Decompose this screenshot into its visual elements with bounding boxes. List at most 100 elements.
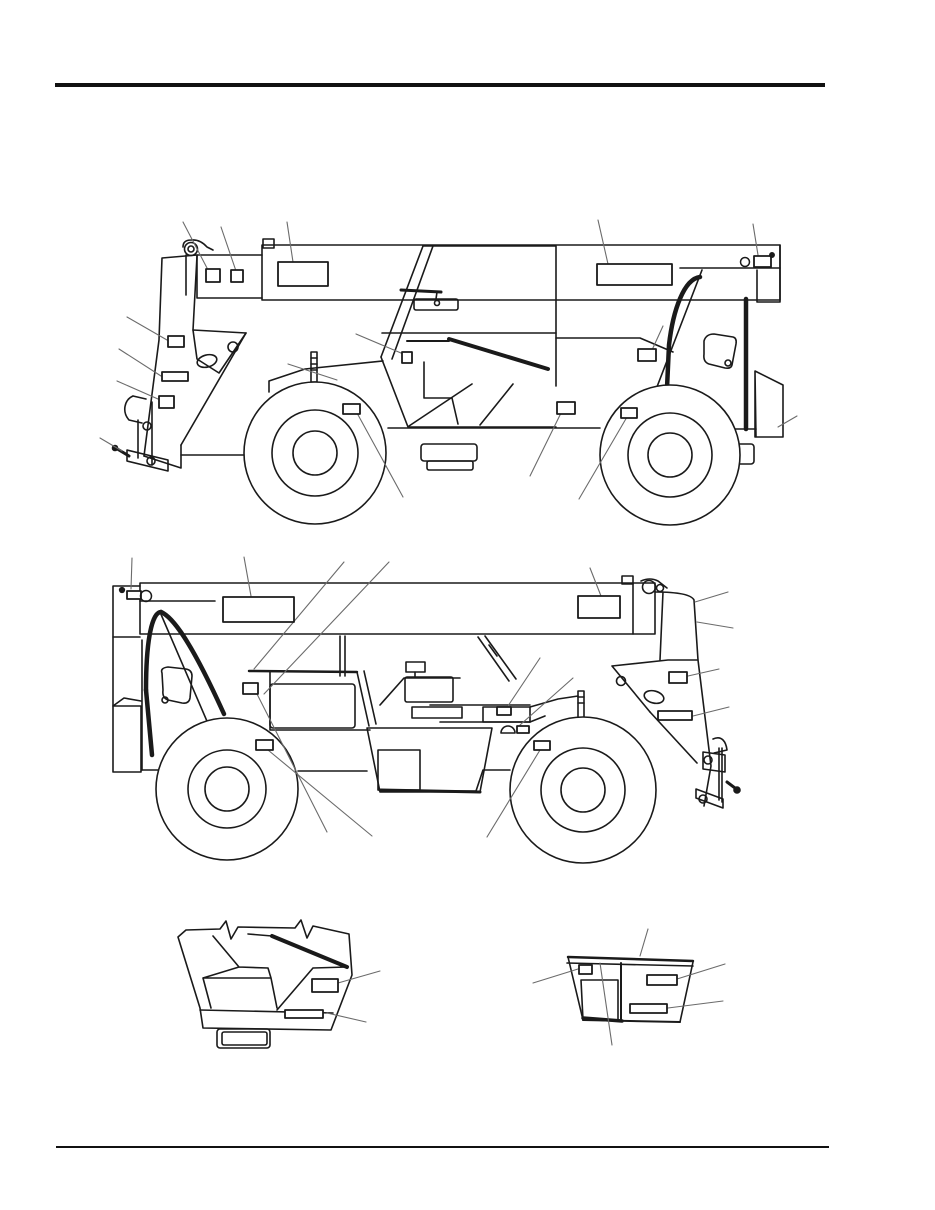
- air-cleaner: [404, 676, 454, 703]
- figure-tank-detail: [532, 928, 726, 1046]
- leader-line: [687, 668, 720, 677]
- leader-line: [676, 963, 726, 980]
- exhaust-stack: [577, 690, 585, 719]
- safety-decal: [222, 596, 295, 623]
- safety-decal: [255, 739, 274, 751]
- leader-line: [220, 226, 237, 272]
- leader-line: [752, 223, 759, 256]
- support-window: [160, 666, 193, 704]
- leader-line: [507, 657, 541, 707]
- leader-line: [99, 437, 123, 452]
- safety-decal: [646, 974, 678, 986]
- leader-line: [126, 316, 168, 341]
- windshield-edge: [447, 337, 550, 371]
- counterweight: [112, 697, 142, 773]
- seat: [423, 361, 459, 425]
- safety-decal: [161, 371, 189, 382]
- leader-line: [130, 557, 133, 590]
- leader-line: [777, 415, 798, 428]
- safety-decal: [596, 263, 673, 286]
- leader-line: [263, 561, 390, 695]
- pivot-plate: [611, 659, 698, 713]
- safety-decal: [242, 682, 259, 695]
- leader-line: [486, 749, 541, 838]
- leader-line: [639, 928, 649, 957]
- safety-decal: [401, 351, 413, 364]
- cab-window: [269, 683, 356, 729]
- safety-decal: [556, 401, 576, 415]
- tank-detail-decals: [578, 964, 678, 1014]
- safety-decal: [496, 706, 512, 716]
- safety-decal: [516, 725, 530, 734]
- leader-line: [578, 416, 628, 500]
- pivot-plate: [192, 329, 247, 374]
- support-window: [703, 333, 737, 369]
- leader-line: [597, 219, 609, 265]
- cab: [247, 669, 377, 731]
- leader-line: [243, 556, 252, 597]
- middle-view-decals: [118, 586, 693, 751]
- safety-decal: [158, 395, 175, 409]
- rear-wheel: [599, 384, 741, 526]
- decal-marker: [139, 589, 153, 603]
- figure-cab-detail: [177, 919, 381, 1049]
- safety-decal: [668, 671, 688, 684]
- decal-marker: [739, 256, 751, 268]
- leader-line: [519, 677, 574, 726]
- safety-decal: [637, 348, 657, 362]
- top-view-decals: [158, 252, 775, 419]
- battery-box: [420, 443, 478, 462]
- middle-view-leader-lines: [130, 556, 734, 838]
- lift-cylinder: [477, 635, 517, 682]
- safety-decal: [629, 1003, 668, 1014]
- safety-decal: [277, 261, 329, 287]
- cab: [380, 245, 557, 471]
- leader-line: [692, 706, 730, 717]
- leader-line: [599, 962, 613, 1046]
- leader-line: [182, 221, 208, 269]
- exhaust-stack: [310, 351, 318, 383]
- leader-line: [116, 380, 159, 400]
- rear-wheel: [155, 717, 299, 861]
- carriage-mast: [611, 591, 741, 809]
- top-view-leader-lines: [99, 219, 798, 500]
- safety-decal: [753, 255, 772, 268]
- front-wheel: [509, 716, 657, 864]
- safety-decal: [620, 407, 638, 419]
- leader-line: [529, 412, 562, 477]
- muffler-dome: [500, 725, 516, 734]
- fuel-tank: [366, 727, 493, 793]
- leader-line: [337, 970, 381, 984]
- safety-decal: [230, 269, 244, 283]
- boom-assembly: [182, 238, 781, 303]
- boom-nose-hook: [182, 239, 214, 251]
- leader-line: [326, 1012, 367, 1023]
- leader-line: [532, 968, 579, 984]
- boom-support-frame: [654, 269, 703, 393]
- leader-line: [253, 561, 345, 670]
- leader-line: [694, 591, 729, 603]
- safety-decal: [205, 268, 221, 283]
- windshield-edge: [270, 934, 349, 969]
- safety-decal: [284, 1009, 324, 1019]
- safety-decal: [578, 964, 593, 975]
- leader-line: [355, 333, 402, 354]
- leader-line: [589, 567, 602, 597]
- safety-decal: [126, 590, 142, 600]
- tank-detail-leader-lines: [532, 928, 726, 1046]
- leader-line: [667, 1000, 724, 1009]
- carriage-mast: [111, 254, 247, 472]
- decal-marker: [118, 586, 126, 594]
- safety-decal: [533, 740, 551, 751]
- safety-decal: [577, 595, 621, 619]
- safety-decal: [311, 978, 339, 993]
- safety-decal: [342, 403, 361, 415]
- front-wheel: [243, 381, 387, 525]
- boom-nose-hook: [640, 578, 668, 589]
- leader-line: [286, 221, 294, 263]
- pedal-box: [216, 1028, 271, 1049]
- safety-decal: [657, 710, 693, 721]
- cab-detail-decals: [284, 978, 339, 1019]
